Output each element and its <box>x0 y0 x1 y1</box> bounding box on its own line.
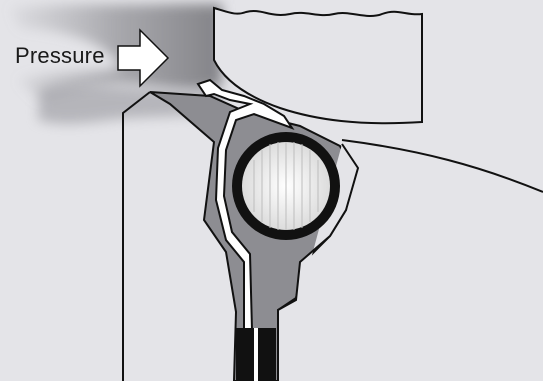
housing-left-edge <box>122 91 151 381</box>
pressure-arrow <box>117 28 170 88</box>
right-body-curve <box>341 139 543 193</box>
pressure-label: Pressure <box>15 43 105 68</box>
o-ring-seal <box>232 132 340 240</box>
gland-wall <box>277 143 360 381</box>
upper-block <box>213 6 423 125</box>
spring-clip <box>196 78 295 331</box>
lower-seal-bars <box>236 328 276 381</box>
